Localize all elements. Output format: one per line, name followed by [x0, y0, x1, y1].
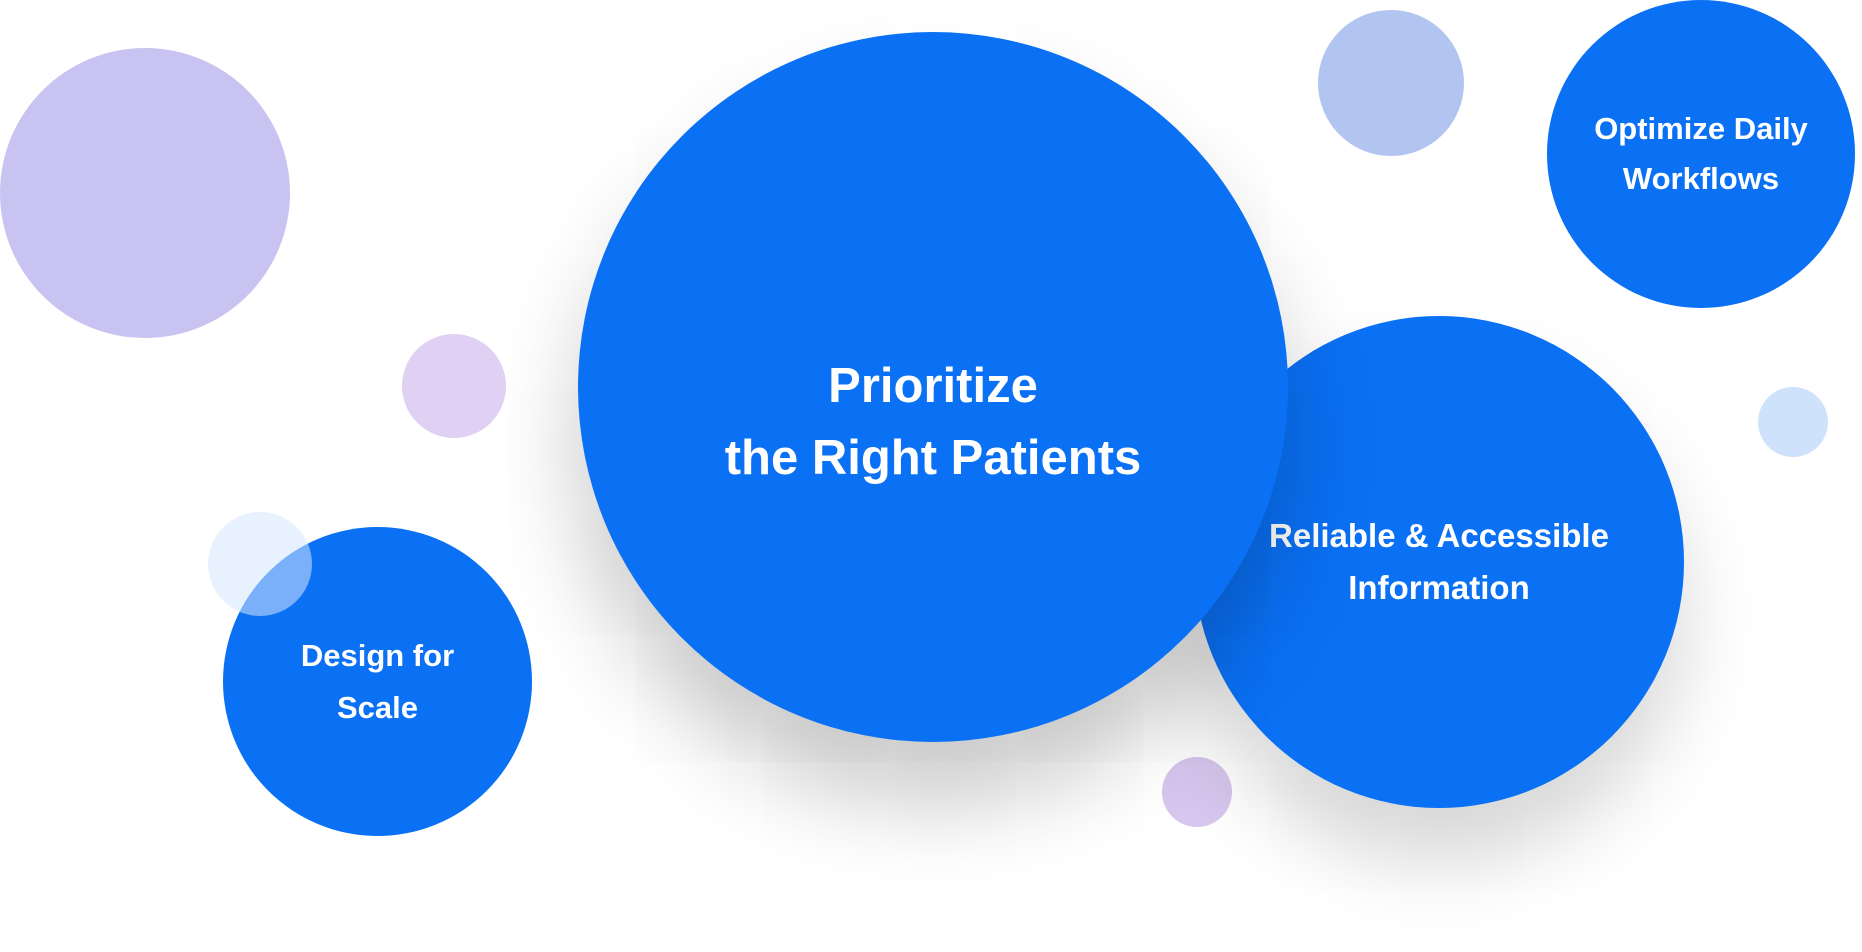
decorative-circle-periwinkle [1318, 10, 1464, 156]
bubble-optimize-line2: Workflows [1622, 161, 1780, 196]
bubble-optimize-line1: Optimize Daily [1594, 111, 1808, 146]
bubble-design-line2: Scale [336, 689, 418, 725]
bubble-optimize-daily-workflows: Optimize Daily Workflows [1547, 0, 1855, 308]
bubble-prioritize-line2: the Right Patients [724, 431, 1142, 485]
bubble-reliable-line2: Information [1348, 569, 1530, 606]
bubble-design-line1: Design for [300, 637, 455, 673]
bubble-reliable-line1: Reliable & Accessible [1269, 517, 1609, 554]
decorative-circle-lavender-large [0, 48, 290, 338]
bubble-prioritize-right-patients: Prioritize the Right Patients [578, 32, 1288, 742]
decorative-circle-light-blue-left [208, 512, 312, 616]
decorative-circle-lavender-small [402, 334, 506, 438]
decorative-circle-lavender-bottom [1162, 757, 1232, 827]
bubble-prioritize-line1: Prioritize [828, 359, 1038, 413]
decorative-circle-light-blue-right [1758, 387, 1828, 457]
